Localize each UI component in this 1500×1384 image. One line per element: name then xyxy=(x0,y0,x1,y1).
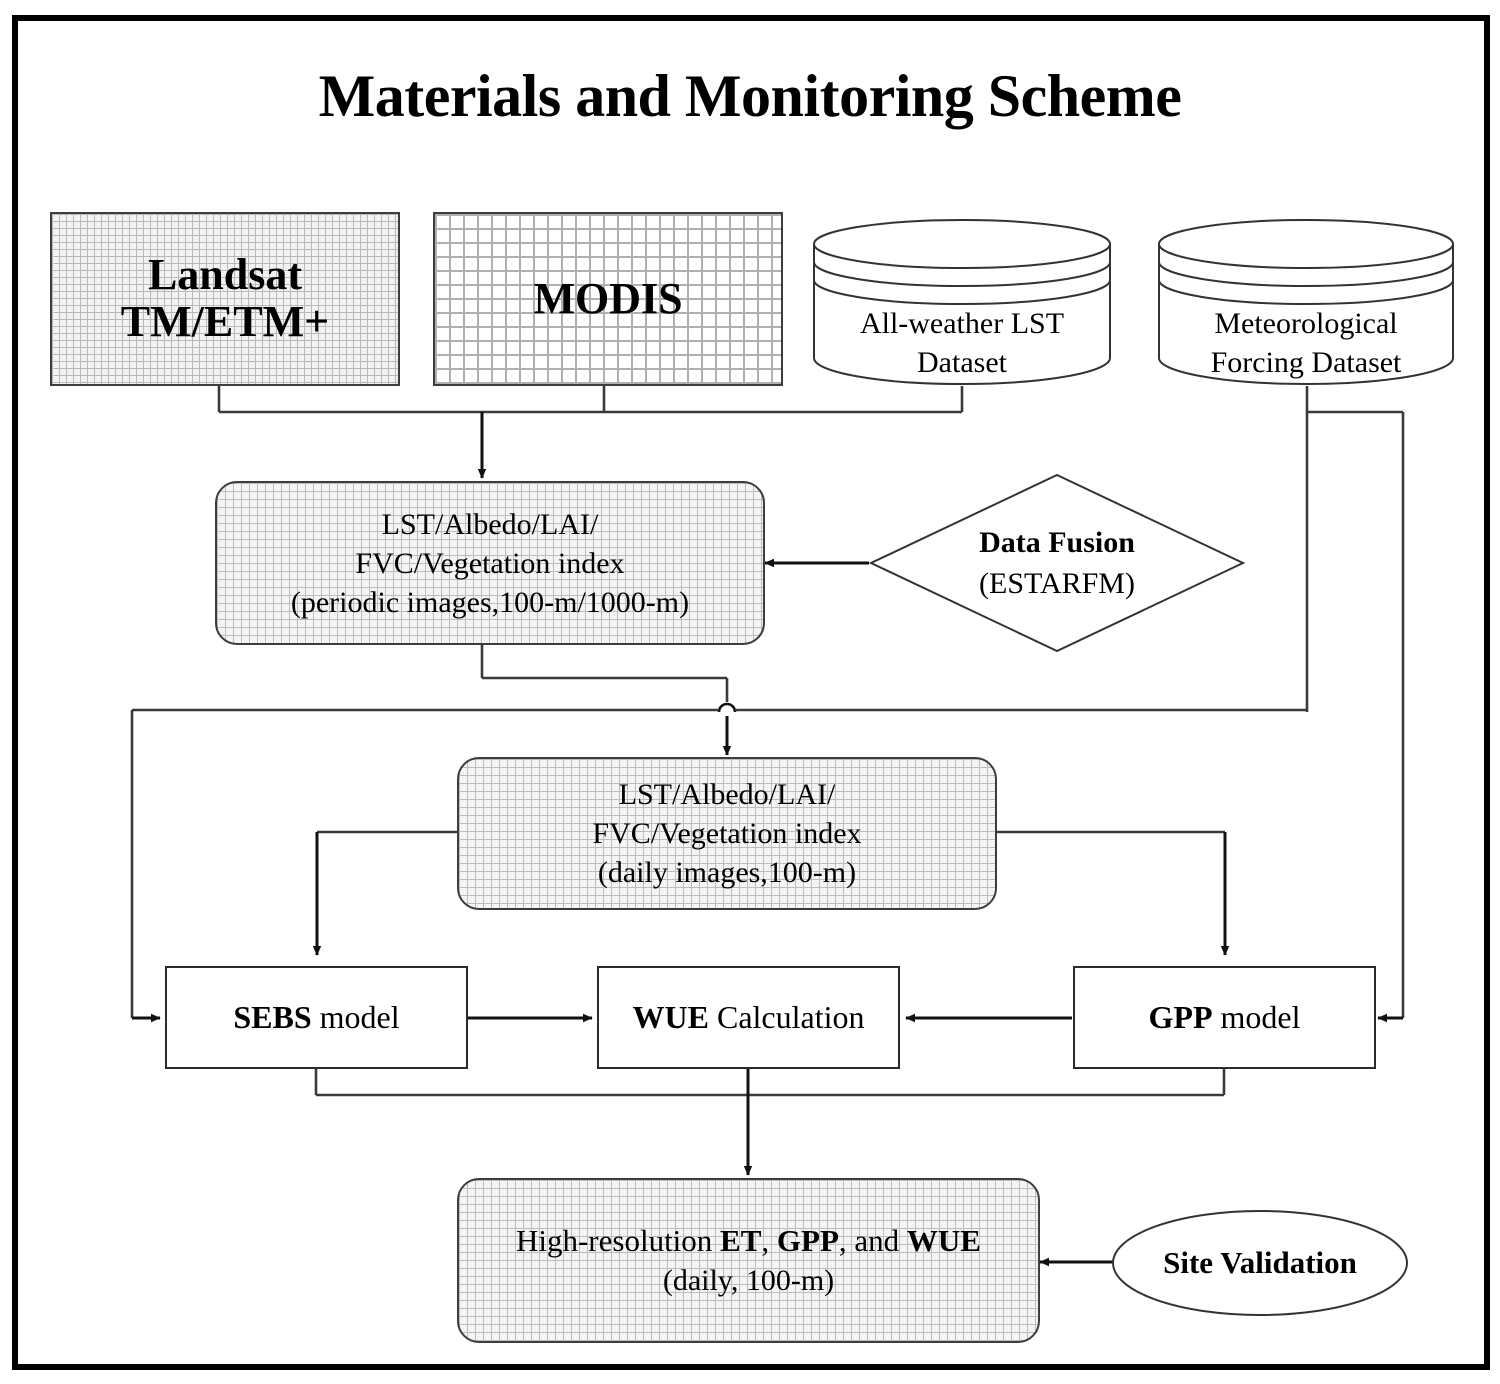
source-all-weather-lst-line1: All-weather LST xyxy=(859,307,1065,340)
model-gpp-label: GPP model xyxy=(1149,999,1301,1036)
ellipse-shape xyxy=(1112,1210,1408,1316)
daily-product-line3: (daily images,100-m) xyxy=(597,856,857,889)
output-line2: (daily, 100-m) xyxy=(662,1264,835,1298)
model-wue-rest: Calculation xyxy=(708,999,865,1035)
site-validation-label: Site Validation xyxy=(1163,1245,1357,1280)
cylinder-shape xyxy=(813,219,1111,385)
output-line1: High-resolution ET, GPP, and WUE xyxy=(516,1221,981,1261)
diamond-shape xyxy=(868,473,1246,653)
process-periodic-product[interactable]: LST/Albedo/LAI/ FVC/Vegetation index (pe… xyxy=(215,481,765,645)
source-meteorological-line2: Forcing Dataset xyxy=(1210,346,1402,379)
periodic-product-line1: LST/Albedo/LAI/ xyxy=(381,507,599,541)
model-gpp-bold: GPP xyxy=(1148,999,1213,1035)
source-landsat-line2: TM/ETM+ xyxy=(120,297,330,346)
model-sebs-rest: model xyxy=(311,999,400,1035)
model-gpp-rest: model xyxy=(1212,999,1301,1035)
source-landsat[interactable]: Landsat TM/ETM+ xyxy=(50,212,400,386)
process-daily-product[interactable]: LST/Albedo/LAI/ FVC/Vegetation index (da… xyxy=(457,757,997,910)
daily-product-line2: FVC/Vegetation index xyxy=(592,817,862,850)
output-et: ET xyxy=(720,1222,762,1258)
model-sebs-label: SEBS model xyxy=(233,999,399,1036)
output-prefix: High-resolution xyxy=(515,1222,721,1258)
output-sep2: , and xyxy=(838,1222,907,1258)
periodic-product-line3: (periodic images,100-m/1000-m) xyxy=(290,585,690,619)
model-wue-bold: WUE xyxy=(632,999,709,1035)
source-landsat-line1: Landsat xyxy=(147,250,303,300)
model-sebs[interactable]: SEBS model xyxy=(165,966,468,1069)
daily-product-line1: LST/Albedo/LAI/ xyxy=(618,778,836,811)
data-fusion-line1: Data Fusion xyxy=(979,526,1135,559)
page-title: Materials and Monitoring Scheme xyxy=(318,63,1182,129)
source-modis-label: MODIS xyxy=(533,273,683,323)
cylinder-shape xyxy=(1158,219,1454,385)
output-sep1: , xyxy=(761,1222,777,1258)
periodic-product-line2: FVC/Vegetation index xyxy=(355,546,625,580)
site-validation[interactable]: Site Validation xyxy=(1110,1208,1410,1318)
data-fusion-line2: (ESTARFM) xyxy=(979,567,1135,600)
source-meteorological-line1: Meteorological xyxy=(1214,307,1398,340)
model-gpp[interactable]: GPP model xyxy=(1073,966,1376,1069)
source-all-weather-lst-line2: Dataset xyxy=(917,346,1007,379)
output-high-resolution-products[interactable]: High-resolution ET, GPP, and WUE (daily,… xyxy=(457,1178,1040,1343)
output-gpp: GPP xyxy=(776,1222,839,1258)
model-wue-label: WUE Calculation xyxy=(633,999,865,1036)
source-all-weather-lst[interactable]: All-weather LST Dataset xyxy=(812,218,1112,386)
model-sebs-bold: SEBS xyxy=(233,999,312,1035)
process-data-fusion[interactable]: Data Fusion (ESTARFM) xyxy=(868,472,1246,654)
output-wue: WUE xyxy=(906,1222,981,1258)
source-meteorological-forcing[interactable]: Meteorological Forcing Dataset xyxy=(1157,218,1455,386)
model-wue-calculation[interactable]: WUE Calculation xyxy=(597,966,900,1069)
source-modis[interactable]: MODIS xyxy=(433,212,783,386)
